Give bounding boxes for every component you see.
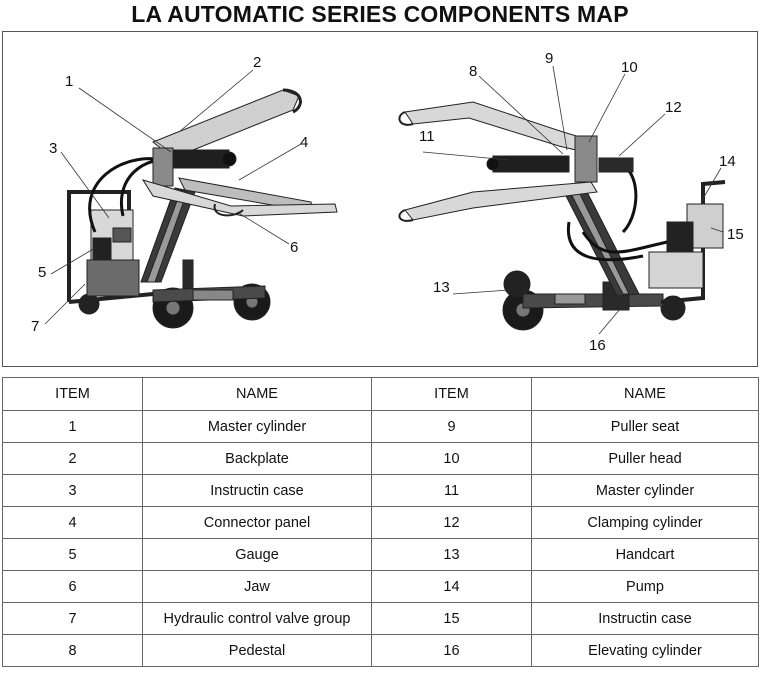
callout-label: 9 (545, 50, 554, 67)
callout-label: 10 (621, 59, 638, 76)
callout-label: 16 (589, 337, 606, 354)
callout-label: 11 (419, 128, 435, 145)
table-row: 7 Hydraulic control valve group 15 Instr… (2, 602, 759, 635)
item-number: 16 (371, 634, 532, 667)
component-name: Pedestal (142, 634, 372, 667)
callout-label: 7 (31, 318, 40, 335)
item-number: 1 (2, 410, 143, 443)
component-name: Elevating cylinder (531, 634, 759, 667)
column-header-item: ITEM (2, 377, 143, 411)
table-row: 1 Master cylinder 9 Puller seat (2, 410, 759, 443)
table-row: 4 Connector panel 12 Clamping cylinder (2, 506, 759, 539)
callout-label: 15 (727, 226, 744, 243)
column-header-item: ITEM (371, 377, 532, 411)
component-name: Connector panel (142, 506, 372, 539)
table-row: 2 Backplate 10 Puller head (2, 442, 759, 475)
component-name: Instructin case (142, 474, 372, 507)
component-name: Instructin case (531, 602, 759, 635)
item-number: 9 (371, 410, 532, 443)
item-number: 5 (2, 538, 143, 571)
callout-label: 1 (65, 73, 74, 90)
component-name: Backplate (142, 442, 372, 475)
components-figure: 1 2 3 4 5 6 7 8 9 10 11 12 13 14 15 16 (2, 31, 758, 367)
caster-wheel-icon (78, 293, 100, 315)
callout-label: 13 (433, 279, 450, 296)
item-number: 8 (2, 634, 143, 667)
callout-label: 8 (469, 63, 478, 80)
component-name: Puller seat (531, 410, 759, 443)
component-name: Hydraulic control valve group (142, 602, 372, 635)
component-name: Master cylinder (142, 410, 372, 443)
item-number: 4 (2, 506, 143, 539)
component-name: Puller head (531, 442, 759, 475)
page-title: LA AUTOMATIC SERIES COMPONENTS MAP (131, 1, 629, 27)
callout-label: 4 (300, 134, 309, 151)
item-number: 2 (2, 442, 143, 475)
item-number: 7 (2, 602, 143, 635)
components-table: ITEM NAME ITEM NAME 1 Master cylinder 9 … (2, 377, 759, 667)
callout-label: 14 (719, 153, 736, 170)
right-machine (398, 101, 726, 331)
item-number: 6 (2, 570, 143, 603)
component-name: Jaw (142, 570, 372, 603)
column-header-name: NAME (531, 377, 759, 411)
callout-label: 6 (290, 239, 299, 256)
item-number: 3 (2, 474, 143, 507)
item-number: 11 (371, 474, 532, 507)
callout-label: 3 (49, 140, 58, 157)
table-row: 3 Instructin case 11 Master cylinder (2, 474, 759, 507)
callout-label: 5 (38, 264, 47, 281)
component-name: Gauge (142, 538, 372, 571)
item-number: 14 (371, 570, 532, 603)
callout-label: 12 (665, 99, 682, 116)
column-header-name: NAME (142, 377, 372, 411)
left-machine (67, 88, 338, 329)
component-name: Master cylinder (531, 474, 759, 507)
table-row: 8 Pedestal 16 Elevating cylinder (2, 634, 759, 667)
item-number: 10 (371, 442, 532, 475)
table-header-row: ITEM NAME ITEM NAME (2, 377, 759, 411)
component-name: Pump (531, 570, 759, 603)
component-name: Clamping cylinder (531, 506, 759, 539)
wheel-icon (503, 270, 531, 298)
leader-lines (44, 65, 724, 335)
component-name: Handcart (531, 538, 759, 571)
machine-illustration (44, 65, 726, 335)
item-number: 13 (371, 538, 532, 571)
callout-label: 2 (253, 54, 262, 71)
item-number: 12 (371, 506, 532, 539)
table-row: 5 Gauge 13 Handcart (2, 538, 759, 571)
item-number: 15 (371, 602, 532, 635)
table-row: 6 Jaw 14 Pump (2, 570, 759, 603)
